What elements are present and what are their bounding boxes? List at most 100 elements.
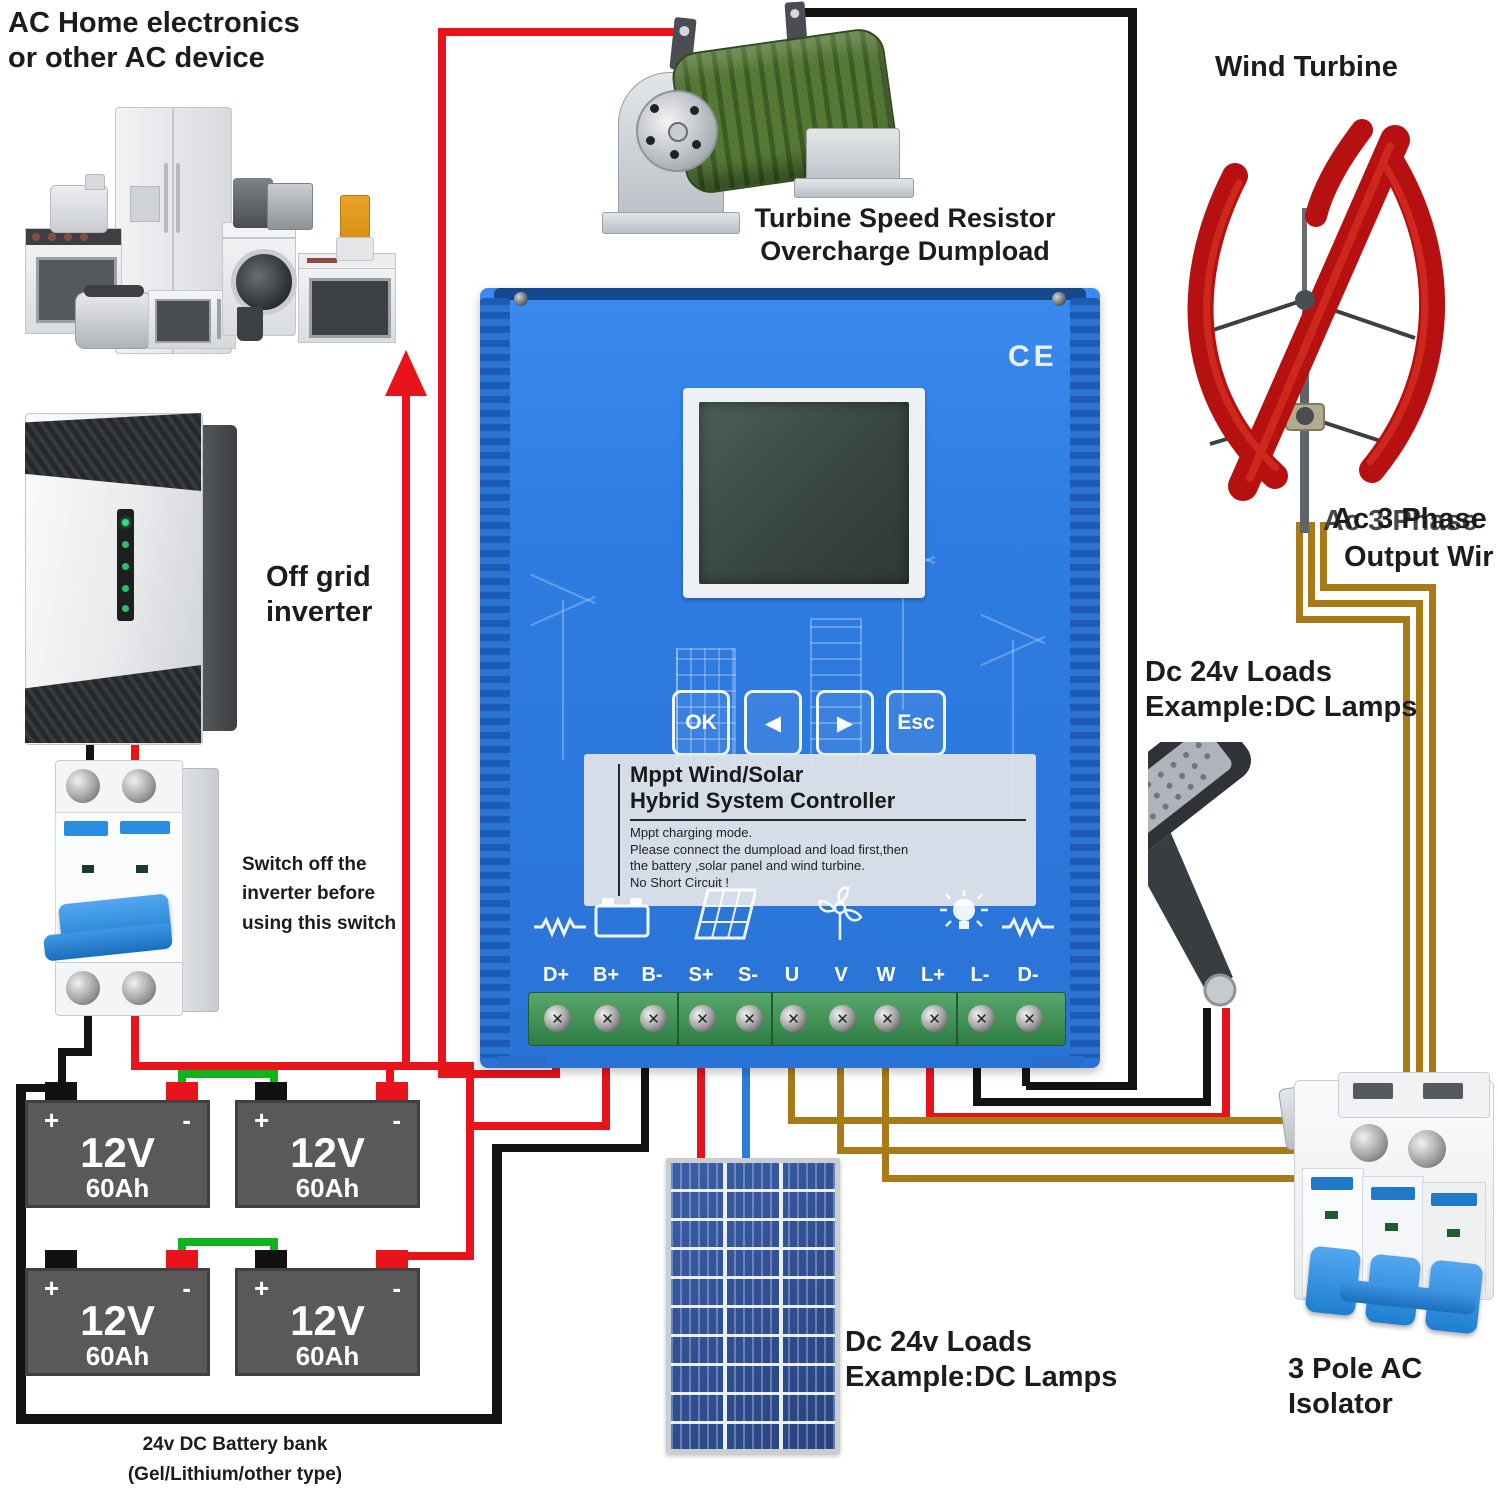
terminal-label: D- xyxy=(1017,964,1039,986)
isolator-caption: 3 Pole AC Isolator xyxy=(1288,1352,1422,1423)
battery-voltage: 12V xyxy=(290,1129,365,1176)
dumpload-cap xyxy=(636,90,718,172)
dumpload-resistor xyxy=(590,0,920,250)
wire-turbine-phase-3 xyxy=(1296,522,1303,623)
wire-breaker-battery-black xyxy=(84,1010,92,1056)
battery-voltage: 12V xyxy=(80,1129,155,1176)
wind-turbine-title: Wind Turbine xyxy=(1215,51,1398,83)
breaker-note: Switch off the inverter before using thi… xyxy=(242,850,396,938)
battery-capacity: 60Ah xyxy=(295,1173,360,1203)
terminal-label: D+ xyxy=(542,964,570,986)
label-body-line2: Please connect the dumpload and load fir… xyxy=(630,841,909,857)
breaker-note-line3: using this switch xyxy=(242,912,397,934)
wire-b-plus xyxy=(602,1042,610,1130)
wire-dumpload-positive xyxy=(438,28,446,1078)
ac-isolator xyxy=(1277,1072,1495,1342)
oven-right xyxy=(298,253,396,343)
terminal-screw[interactable]: ✕ xyxy=(780,1005,807,1032)
battery-plus-sign: + xyxy=(254,1273,270,1303)
battery-minus-sign: - xyxy=(182,1273,191,1303)
appliances-title-line1: AC Home electronics xyxy=(8,7,300,39)
dc-loads-bottom-line2: Example:DC Lamps xyxy=(845,1361,1118,1394)
dc-breaker xyxy=(42,760,220,1018)
terminal-label: W xyxy=(876,964,896,986)
solar-panel xyxy=(666,1158,840,1454)
controller-label: Mppt Wind/Solar Hybrid System Controller… xyxy=(584,754,1036,906)
wire-turbine-phase-1 xyxy=(1429,584,1436,1077)
ok-button[interactable]: OK xyxy=(672,690,730,756)
wind-turbine-image xyxy=(1187,119,1446,533)
label-body-line3: the battery ,solar panel and wind turbin… xyxy=(630,858,865,873)
terminal-screw[interactable]: ✕ xyxy=(829,1005,856,1032)
battery-bank-caption-line2: (Gel/Lithium/other type) xyxy=(127,1464,343,1485)
wire-load-negative xyxy=(1203,1008,1211,1106)
faceart-turbine-icon xyxy=(1012,640,1014,830)
next-button[interactable]: ▶ xyxy=(816,690,874,756)
breaker-note-line1: Switch off the xyxy=(242,854,367,875)
wire-turbine-phase-3 xyxy=(1403,616,1410,1077)
terminal-screw[interactable]: ✕ xyxy=(736,1005,763,1032)
battery-terminal-positive xyxy=(45,1250,77,1270)
wire-dumpload-negative xyxy=(1128,8,1137,1090)
controller-heatsink-left xyxy=(480,298,510,1058)
wire-battery-positive-bus xyxy=(131,1010,139,1070)
solar-panel-icon xyxy=(694,888,756,940)
terminal-screw[interactable]: ✕ xyxy=(640,1005,667,1032)
battery-voltage: 12V xyxy=(290,1297,365,1344)
controller-foot xyxy=(1033,1056,1083,1068)
terminal-block: ✕ ✕ ✕ ✕ ✕ ✕ ✕ ✕ ✕ ✕ ✕ xyxy=(528,992,1066,1046)
appliances-title: AC Home electronics or other AC device xyxy=(8,6,300,77)
wire-inverter-breaker-red xyxy=(131,742,139,774)
wire-breaker-battery-black xyxy=(58,1048,66,1104)
battery-plus-sign: + xyxy=(254,1105,270,1135)
wire-turbine-phase-2 xyxy=(1416,600,1423,1077)
wire-dumpload-negative xyxy=(1026,1082,1136,1090)
wire-solar-negative xyxy=(742,1042,750,1170)
arrow-to-appliances-icon xyxy=(385,350,427,396)
wire-phase-w xyxy=(882,1175,1342,1182)
terminal-screw[interactable]: ✕ xyxy=(921,1005,948,1032)
wire-load-negative xyxy=(973,1098,1211,1106)
faceart-turbine-icon xyxy=(562,600,564,760)
blender xyxy=(340,195,370,241)
wire-dumpload-negative xyxy=(795,8,1136,17)
terminal-screw[interactable]: ✕ xyxy=(968,1005,995,1032)
battery-capacity: 60Ah xyxy=(85,1173,150,1203)
battery-body: + - 12V 60Ah xyxy=(235,1268,420,1376)
wire-breaker-battery-black xyxy=(58,1048,92,1056)
microwave xyxy=(148,290,236,349)
dumpload-bracket-right-foot xyxy=(794,178,914,198)
solar-panel-cells xyxy=(671,1163,835,1449)
battery-body: + - 12V 60Ah xyxy=(235,1100,420,1208)
wire-b-minus-loop xyxy=(492,1144,649,1152)
battery-icon xyxy=(594,898,650,938)
terminal-screw[interactable]: ✕ xyxy=(689,1005,716,1032)
battery-12v-4: + - 12V 60Ah xyxy=(235,1250,420,1378)
off-grid-inverter xyxy=(25,413,237,751)
battery-12v-3: + - 12V 60Ah xyxy=(25,1250,210,1378)
prev-button[interactable]: ◀ xyxy=(744,690,802,756)
wire-load-positive xyxy=(1222,1008,1230,1121)
appliance-cluster xyxy=(15,85,445,355)
blender-base xyxy=(336,237,374,261)
inverter-led-strip xyxy=(117,509,134,621)
wire-battery-positive-bus xyxy=(398,1252,474,1260)
battery-capacity: 60Ah xyxy=(85,1341,150,1371)
dc-loads-bottom-caption: Dc 24v Loads Example:DC Lamps xyxy=(845,1325,1117,1396)
battery-12v-1: + - 12V 60Ah xyxy=(25,1082,210,1210)
wire-series-jumper-bottom xyxy=(178,1238,278,1246)
terminal-screw[interactable]: ✕ xyxy=(1016,1005,1043,1032)
battery-bank-caption: 24v DC Battery bank (Gel/Lithium/other t… xyxy=(85,1430,385,1490)
esc-button[interactable]: Esc xyxy=(886,690,946,756)
battery-minus-sign: - xyxy=(182,1105,191,1135)
terminal-screw[interactable]: ✕ xyxy=(544,1005,571,1032)
appliances-title-line2: or other AC device xyxy=(8,42,265,75)
terminal-screw[interactable]: ✕ xyxy=(594,1005,621,1032)
mug xyxy=(237,307,263,341)
wire-dumpload-positive xyxy=(442,1070,560,1078)
terminal-screw[interactable]: ✕ xyxy=(874,1005,901,1032)
dc-loads-right-caption: Dc 24v Loads Example:DC Lamps xyxy=(1145,655,1417,726)
label-title-line2: Hybrid System Controller xyxy=(630,788,896,813)
battery-minus-sign: - xyxy=(392,1273,401,1303)
wire-b-minus-loop xyxy=(641,1042,649,1152)
